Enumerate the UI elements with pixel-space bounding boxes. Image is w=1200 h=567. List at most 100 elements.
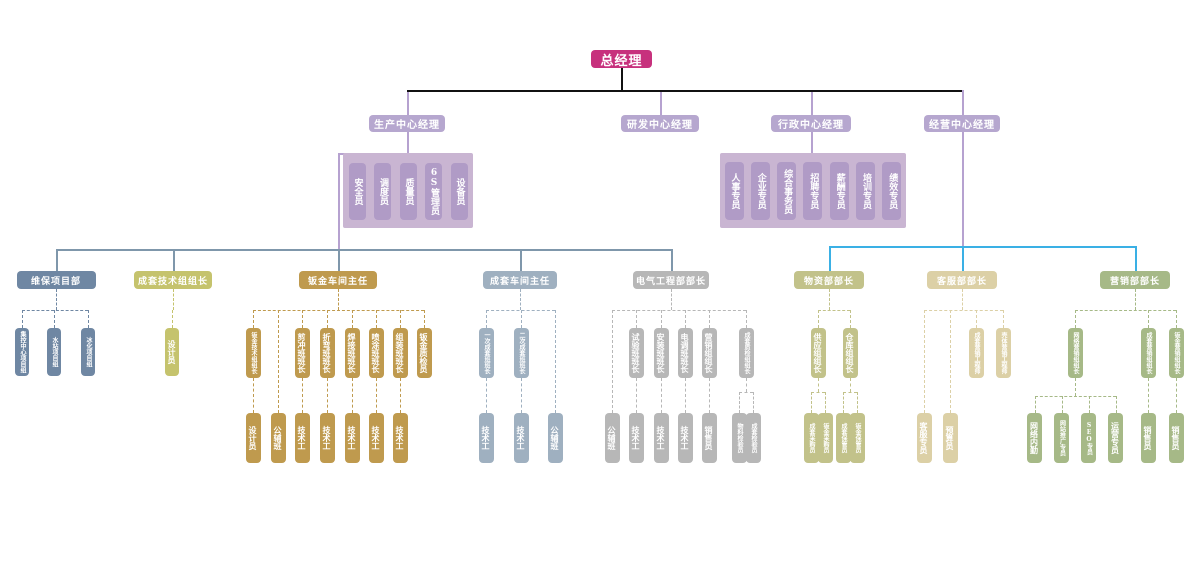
admin-staff-3: 招聘专员	[803, 162, 823, 220]
service-lead-3: 壳体营销工程师	[995, 328, 1011, 378]
level2-stem-line	[962, 90, 964, 115]
top-bus-line	[407, 90, 962, 92]
service-child-stem	[1003, 310, 1004, 328]
service-sub-0-0: 客服专员	[916, 413, 932, 463]
marketing-sub-drop	[1034, 396, 1036, 413]
electrical-sub-3-0: 技术工	[677, 413, 693, 463]
marketing-lead-1: 成套营销组组长	[1140, 328, 1156, 378]
service-sub-1-0: 预算员	[942, 413, 958, 463]
sheetmetal-sub-stem	[253, 378, 254, 413]
procurement-child-stem	[818, 310, 819, 328]
sheetmetal-child-stem	[253, 310, 254, 328]
electrical-lead-5: 成套质检组组长	[738, 328, 754, 378]
electrical-sub-stem	[685, 378, 686, 413]
marketing-sub-0-0: 网络内勤	[1027, 413, 1042, 463]
sheetmetal-child-stem	[424, 310, 425, 328]
electrical-sub-0-0: 公辅班	[604, 413, 620, 463]
electrical-sub-drop	[739, 392, 740, 413]
sheetmetal-child-stem	[352, 310, 353, 328]
marketing-sub-drop	[1088, 396, 1090, 413]
sheetmetal-hub-line	[253, 310, 424, 311]
production-staff-1: 调度员	[374, 163, 391, 220]
electrical-sub-stem	[661, 378, 662, 413]
marketing-sub-drop	[1061, 396, 1063, 413]
marketing-sub-1-0: 销售员	[1140, 413, 1156, 463]
production-center-manager-box: 生产中心经理	[369, 115, 445, 132]
assembly-child-stem	[521, 310, 522, 328]
service-hub-line	[924, 310, 1003, 311]
maintenance-child-1: 水站项目组	[47, 328, 61, 376]
sheetmetal-sub-stem	[278, 310, 279, 413]
marketing-hub-stem	[1135, 289, 1136, 310]
production-to-panel-line	[407, 132, 409, 153]
procurement-sub-drop	[857, 392, 858, 413]
procurement-sub-1-1: 钣金保管员	[849, 413, 865, 463]
level2-stem-line	[660, 90, 662, 115]
electrical-sub-2-0: 技术工	[653, 413, 669, 463]
maintenance-child-0: 集控中心项目组	[15, 328, 29, 376]
sheetmetal-lead-3: 折弯班班长	[319, 328, 335, 378]
electrical-sub-stem	[612, 310, 613, 413]
electrical-lead-2: 安装班班长	[653, 328, 669, 378]
admin-to-panel-line	[811, 132, 813, 153]
tech-child-stem	[172, 310, 173, 328]
maintenance-dept-box: 维保项目部	[16, 271, 96, 289]
marketing-hub-line	[1075, 310, 1176, 311]
service-hub-stem	[962, 289, 963, 310]
assembly-sub-0-0: 技术工	[478, 413, 494, 463]
marketing-sub-0-3: 运营专员	[1108, 413, 1123, 463]
production-bus-line	[56, 249, 671, 251]
marketing-sub-0-1: 网站推广专员	[1054, 413, 1069, 463]
assembly-sub-stem	[555, 310, 556, 413]
maintenance-child-2: 冰化项目组	[81, 328, 95, 376]
assembly-hub-line	[486, 310, 555, 311]
procurement-sub-stem	[818, 378, 819, 392]
admin-staff-0: 人事专员	[724, 162, 744, 220]
business-bus-line	[829, 246, 1135, 248]
electrical-lead-3: 电调班班长	[677, 328, 693, 378]
assembly-child-stem	[486, 310, 487, 328]
electrical-hub-stem	[671, 289, 672, 310]
marketing-child-stem	[1148, 310, 1149, 328]
assembly-sub-stem	[486, 378, 487, 413]
electrical-child-stem	[685, 310, 686, 328]
assembly-sub-2-0: 公辅班	[547, 413, 563, 463]
marketing-sub-stem	[1148, 378, 1149, 413]
electrical-sub-stem	[636, 378, 637, 413]
assembly-sub-1-0: 技术工	[513, 413, 529, 463]
electrical-child-stem	[636, 310, 637, 328]
sheetmetal-child-stem	[302, 310, 303, 328]
procurement-sub-stem	[850, 378, 851, 392]
service-child-stem	[976, 310, 977, 328]
marketing-lead-0: 网络营销组组长	[1067, 328, 1083, 378]
procurement-stem-line	[829, 246, 831, 271]
admin-staff-1: 企业专员	[750, 162, 770, 220]
procurement-sub-0-0: 成套采购员	[803, 413, 819, 463]
procurement-sub-hub	[811, 392, 825, 393]
maintenance-hub-line	[22, 310, 88, 311]
production-panel-down-line	[338, 228, 340, 249]
sheetmetal-sub-0-0: 设计员	[245, 413, 261, 463]
marketing-sub-stem	[1075, 378, 1076, 396]
tech-child-0: 设计员	[165, 328, 179, 376]
marketing-dept-box: 营销部部长	[1100, 271, 1170, 289]
sheetmetal-lead-6: 组装班班长	[392, 328, 408, 378]
service-sub-stem	[924, 310, 925, 413]
production-staff-0: 安全员	[348, 163, 366, 220]
marketing-child-stem	[1075, 310, 1076, 328]
tech-stem-line	[173, 249, 175, 271]
assembly-lead-1: 二次成套班班长	[513, 328, 529, 378]
marketing-sub-2-0: 销售员	[1168, 413, 1184, 463]
procurement-sub-1-0: 成套保管员	[835, 413, 851, 463]
admin-staff-6: 绩效专员	[882, 162, 902, 220]
sheetmetal-sub-stem	[400, 378, 401, 413]
electrical-sub-stem	[746, 378, 747, 392]
level2-stem-line	[811, 90, 813, 115]
sheetmetal-lead-4: 焊接班班长	[344, 328, 360, 378]
electrical-lead-1: 试验班班长	[628, 328, 644, 378]
service-lead-2: 成套营销工程师	[968, 328, 984, 378]
maintenance-child-stem	[22, 310, 23, 328]
procurement-lead-1: 仓库组组长	[842, 328, 858, 378]
assembly-sub-stem	[521, 378, 522, 413]
tech-dept-box: 成套技术组组长	[134, 271, 212, 289]
